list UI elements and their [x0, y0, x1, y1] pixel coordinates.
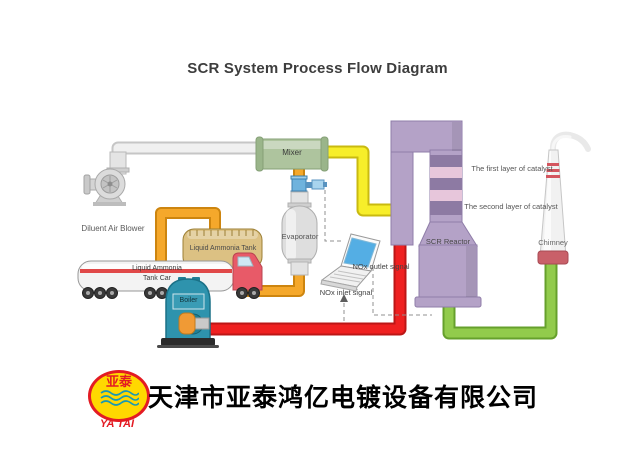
chimney-label: Chimney — [538, 238, 568, 247]
flue-gas-pipe — [206, 236, 407, 336]
ammonia-tank-label: Liquid Ammonia Tank — [189, 245, 257, 252]
tank-car-label-line1: Liquid Ammonia — [132, 265, 182, 272]
tank-car-label-line2: Tank Car — [142, 275, 171, 282]
diagram-title: SCR System Process Flow Diagram — [187, 60, 448, 77]
evaporator — [281, 191, 318, 276]
control-computer — [320, 233, 381, 292]
company-name: 天津市亚泰鸿亿电镀设备有限公司 — [148, 383, 539, 412]
clean-gas-pipe — [442, 255, 558, 340]
ammonia-unloading-pipe — [155, 207, 221, 262]
boiler-label: Boiler — [179, 297, 198, 304]
mixture-pipe — [326, 145, 398, 217]
catalyst-layers — [430, 155, 462, 215]
ammonia-control-valve — [290, 175, 327, 195]
air-pipe — [111, 141, 260, 172]
nox-inlet-signal-label: NOx inlet signal — [319, 288, 373, 297]
nox-outlet-signal-line — [372, 253, 432, 316]
catalyst-layer2-annotation: The second layer of catalyst — [464, 202, 558, 211]
chimney — [537, 131, 591, 265]
logo-latin-text: YA TAI — [99, 418, 134, 430]
boiler — [157, 277, 219, 348]
blower-label: Diluent Air Blower — [81, 224, 145, 233]
mixer — [255, 136, 329, 172]
diluent-air-blower — [83, 151, 130, 206]
nox-inlet-arrow-icon — [340, 294, 348, 302]
logo-waves-icon — [100, 390, 139, 406]
mixer-label: Mixer — [282, 148, 302, 157]
company-logo: 亚泰 — [88, 370, 150, 422]
nox-outlet-signal-label: NOx outlet signal — [352, 262, 410, 271]
scr-reactor-label: SCR Reactor — [425, 237, 471, 246]
logo-chinese-text: 亚泰 — [105, 375, 132, 390]
evaporator-label: Evaporator — [281, 232, 319, 241]
valve-signal-line — [324, 190, 343, 242]
catalyst-layer1-annotation: The first layer of catalyst — [471, 164, 553, 173]
scr-reactor — [390, 120, 482, 308]
